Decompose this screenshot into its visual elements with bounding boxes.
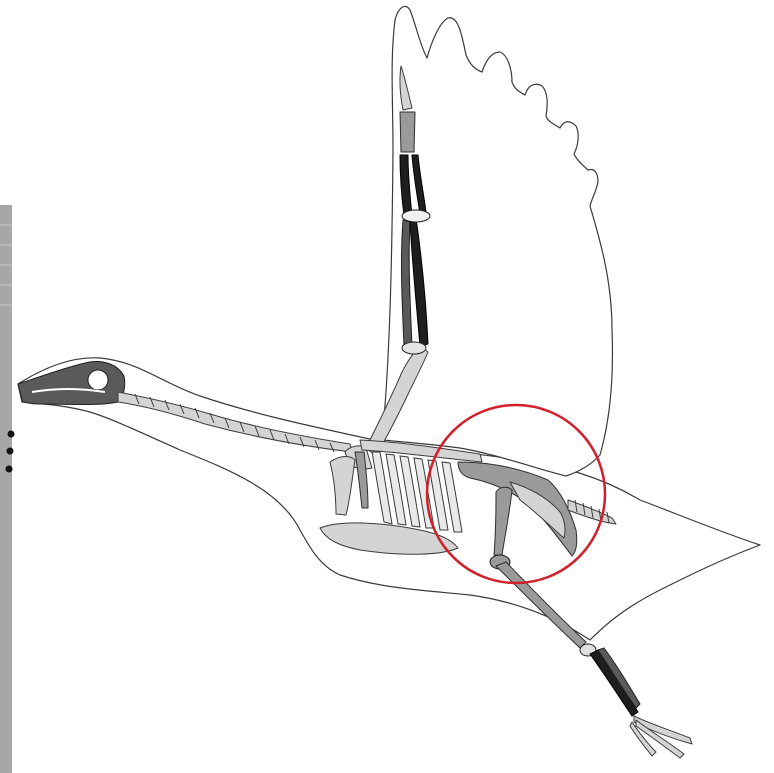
toes: [630, 716, 692, 758]
skull: [18, 362, 125, 405]
tarsometatarsus: [580, 644, 640, 716]
left-edge-panel: [0, 205, 15, 773]
